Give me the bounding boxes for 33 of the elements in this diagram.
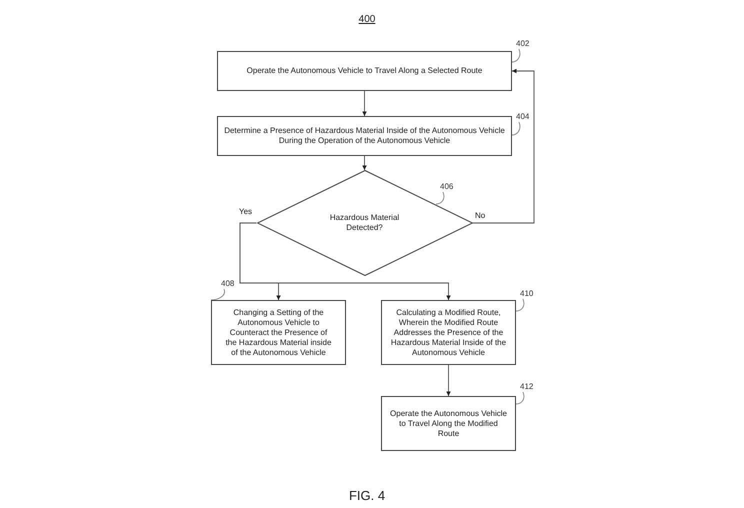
node-text: Calculating a Modified Route, Wherein the Modified Route Addresses the Presence of the Hazardous Material Inside of the Autonomous Vehicle bbox=[390, 308, 508, 358]
figure-caption: FIG. 4 bbox=[348, 488, 386, 504]
leader-line bbox=[436, 192, 444, 204]
process-box bbox=[217, 51, 512, 91]
arrow bbox=[362, 156, 367, 170]
leader-line bbox=[210, 288, 225, 300]
decision-diamond bbox=[256, 170, 472, 276]
reference-numeral: 404 bbox=[516, 112, 530, 122]
leader-line bbox=[512, 122, 520, 136]
reference-numeral: 412 bbox=[520, 382, 534, 392]
reference-numeral: 406 bbox=[440, 182, 454, 192]
arrow bbox=[240, 222, 451, 300]
arrow bbox=[472, 68, 534, 224]
leader-line bbox=[512, 48, 520, 62]
arrow bbox=[362, 90, 367, 116]
node-text: Hazardous Material Detected? bbox=[328, 213, 400, 233]
reference-numeral: 402 bbox=[516, 39, 530, 49]
reference-numeral: 408 bbox=[221, 279, 234, 289]
process-box bbox=[217, 116, 512, 156]
node-text: Operate the Autonomous Vehicle to Travel Along a Selected Route bbox=[246, 66, 484, 76]
node-text: Changing a Setting of the Autonomous Vehicle to Counteract the Presence of the Hazardous Material inside of the Autonomous Vehicle bbox=[224, 308, 332, 358]
reference-numeral: 410 bbox=[520, 289, 534, 299]
node-text: Determine a Presence of Hazardous Material Inside of the Autonomous Vehicle During the Operation of the Autonomous Vehicle bbox=[223, 126, 506, 146]
process-box bbox=[211, 300, 346, 365]
leader-line bbox=[516, 392, 524, 404]
node-text: Operate the Autonomous Vehicle to Travel Along the Modified Route bbox=[389, 408, 508, 438]
edge-label: No bbox=[474, 211, 486, 221]
leader-line bbox=[516, 298, 524, 312]
edge-label: Yes bbox=[238, 207, 254, 217]
arrow bbox=[446, 364, 451, 396]
process-box bbox=[381, 396, 516, 451]
figure-number: 400 bbox=[358, 13, 376, 27]
process-box bbox=[381, 300, 516, 365]
